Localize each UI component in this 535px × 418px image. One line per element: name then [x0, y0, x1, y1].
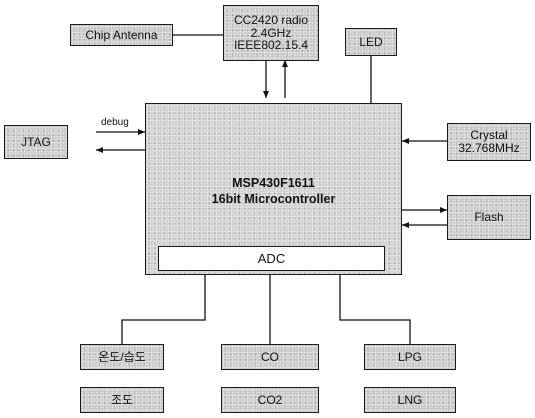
crystal-box: Crystal 32.768MHz [447, 123, 531, 161]
lng-label: LNG [397, 392, 423, 407]
mcu-model-label: MSP430F1611 [232, 176, 315, 190]
lng-sensor-box: LNG [364, 387, 456, 413]
adc-box: ADC [158, 246, 385, 271]
radio-frequency-label: 2.4GHz [250, 25, 292, 40]
adc-to-lpg-line [339, 273, 411, 344]
jtag-box: JTAG [4, 125, 68, 159]
mcu-type-label: 16bit Microcontroller [211, 191, 336, 206]
flash-box: Flash [447, 195, 531, 240]
led-box: LED [345, 28, 397, 56]
temp-humidity-sensor-box: 온도/습도 [80, 344, 164, 370]
microcontroller-label: MSP430F1611 16bit Microcontroller [146, 176, 401, 207]
adc-label: ADC [257, 250, 286, 266]
led-label: LED [359, 34, 383, 49]
radio-name-label: CC2420 radio [233, 13, 309, 28]
radio-box: CC2420 radio 2.4GHz IEEE802.15.4 [223, 5, 319, 61]
radio-standard-label: IEEE802.15.4 [233, 38, 309, 53]
co2-label: CO2 [257, 392, 283, 407]
temp-humidity-label: 온도/습도 [98, 349, 146, 364]
crystal-name-label: Crystal [470, 128, 508, 143]
jtag-label: JTAG [21, 134, 51, 149]
microcontroller-box: MSP430F1611 16bit Microcontroller ADC [145, 103, 402, 275]
debug-label: debug [101, 117, 129, 128]
co-sensor-box: CO [221, 344, 319, 370]
crystal-frequency-label: 32.768MHz [458, 141, 520, 155]
chip-antenna-label: Chip Antenna [85, 27, 158, 42]
illuminance-label: 조도 [110, 392, 134, 407]
co-label: CO [261, 349, 279, 364]
lpg-label: LPG [397, 349, 422, 364]
illuminance-sensor-box: 조도 [80, 387, 164, 413]
lpg-sensor-box: LPG [364, 344, 456, 370]
chip-antenna-box: Chip Antenna [70, 24, 173, 46]
co2-sensor-box: CO2 [221, 387, 319, 413]
flash-label: Flash [474, 210, 504, 225]
adc-to-temp-line [121, 273, 206, 344]
